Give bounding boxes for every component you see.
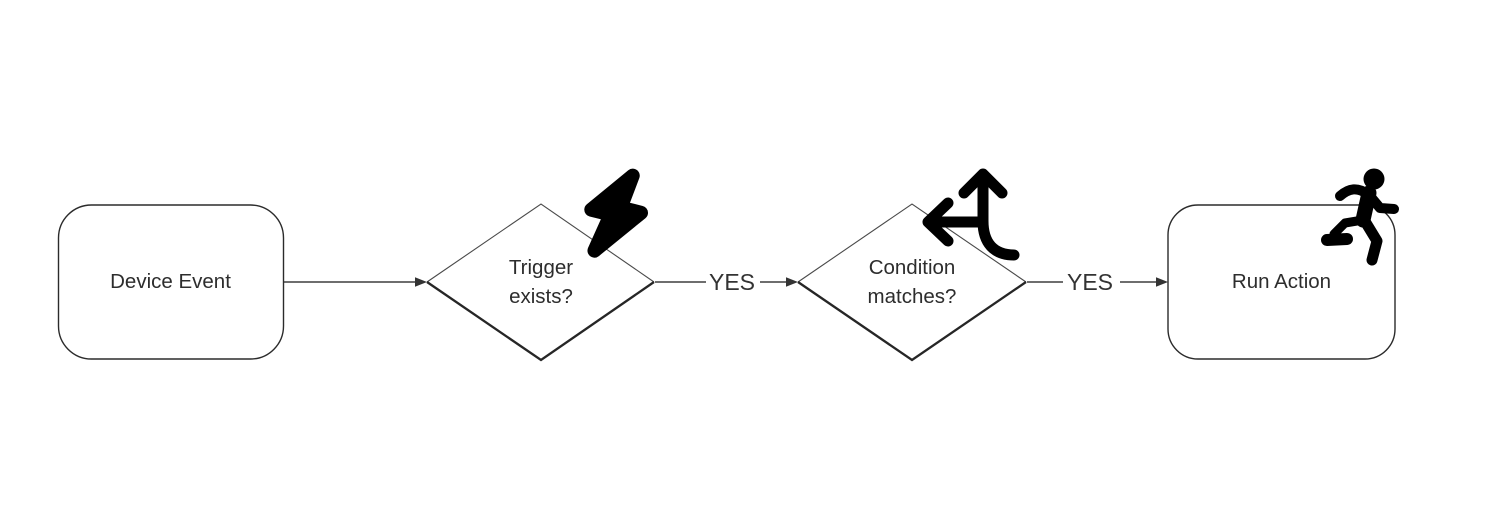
lightning-bolt-icon xyxy=(584,168,649,258)
edge-trigger-to-condition xyxy=(655,277,798,287)
edge-device-event-to-trigger xyxy=(284,277,427,287)
arrowhead-icon xyxy=(786,277,798,287)
node-run-action xyxy=(1167,204,1396,360)
person-running-icon xyxy=(1321,168,1399,266)
edge-condition-to-run-action xyxy=(1027,277,1168,287)
arrows-split-up-left-icon xyxy=(922,168,1020,261)
node-device-event xyxy=(57,204,285,360)
arrowhead-icon xyxy=(1156,277,1168,287)
arrowhead-icon xyxy=(415,277,427,287)
node-condition-matches xyxy=(797,203,1027,362)
